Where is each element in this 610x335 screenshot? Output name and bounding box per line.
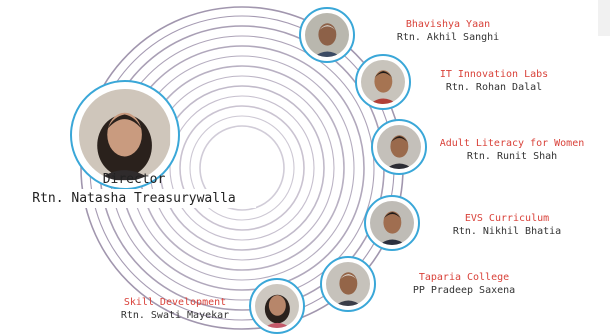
ring [189,115,295,221]
director-role: Director [102,172,166,187]
person-portrait-icon [325,261,371,307]
ring [179,105,305,231]
person-portrait-icon [304,12,350,58]
member-caption-evs-curriculum: EVS Curriculum Rtn. Nikhil Bhatia [453,212,561,238]
member-name: Rtn. Swati Mayekar [120,310,230,321]
member-name: Rtn. Akhil Sanghi [396,32,500,43]
director-caption: Director Rtn. Natasha Treasurywalla [12,170,256,208]
person-portrait-icon [369,200,415,246]
person-portrait-icon [376,124,422,170]
person-portrait-icon [254,283,300,329]
member-avatar-bhavishya-yaan [299,7,355,63]
portfolio-title: Skill Development [123,297,227,308]
member-name: Rtn. Runit Shah [466,151,558,162]
member-caption-taparia-college: Taparia College PP Pradeep Saxena [413,271,515,297]
member-name: PP Pradeep Saxena [412,285,516,296]
person-portrait-icon [79,89,171,181]
member-caption-bhavishya-yaan: Bhavishya Yaan Rtn. Akhil Sanghi [397,18,499,44]
member-name: Rtn. Rohan Dalal [445,82,543,93]
portfolio-title: Taparia College [418,272,510,283]
member-name: Rtn. Nikhil Bhatia [452,226,562,237]
member-avatar-adult-literacy [371,119,427,175]
person-portrait-icon [360,59,406,105]
director-name: Rtn. Natasha Treasurywalla [12,189,256,208]
portfolio-title: Adult Literacy for Women [439,138,585,149]
portfolio-title: IT Innovation Labs [439,69,549,80]
ring [139,65,345,271]
member-avatar-skill-development [249,278,305,334]
ring [169,95,315,241]
member-caption-it-innovation-labs: IT Innovation Labs Rtn. Rohan Dalal [440,68,548,94]
member-avatar-evs-curriculum [364,195,420,251]
page-edge-strip [598,0,610,36]
member-avatar-it-innovation-labs [355,54,411,110]
ring [159,85,325,251]
portfolio-title: Bhavishya Yaan [405,19,491,30]
director-avatar [70,80,180,190]
member-caption-adult-literacy: Adult Literacy for Women Rtn. Runit Shah [440,137,585,163]
portfolio-title: EVS Curriculum [464,213,550,224]
member-caption-skill-development: Skill Development Rtn. Swati Mayekar [121,296,229,322]
ring [199,125,285,211]
ring [149,75,335,261]
member-avatar-taparia-college [320,256,376,312]
